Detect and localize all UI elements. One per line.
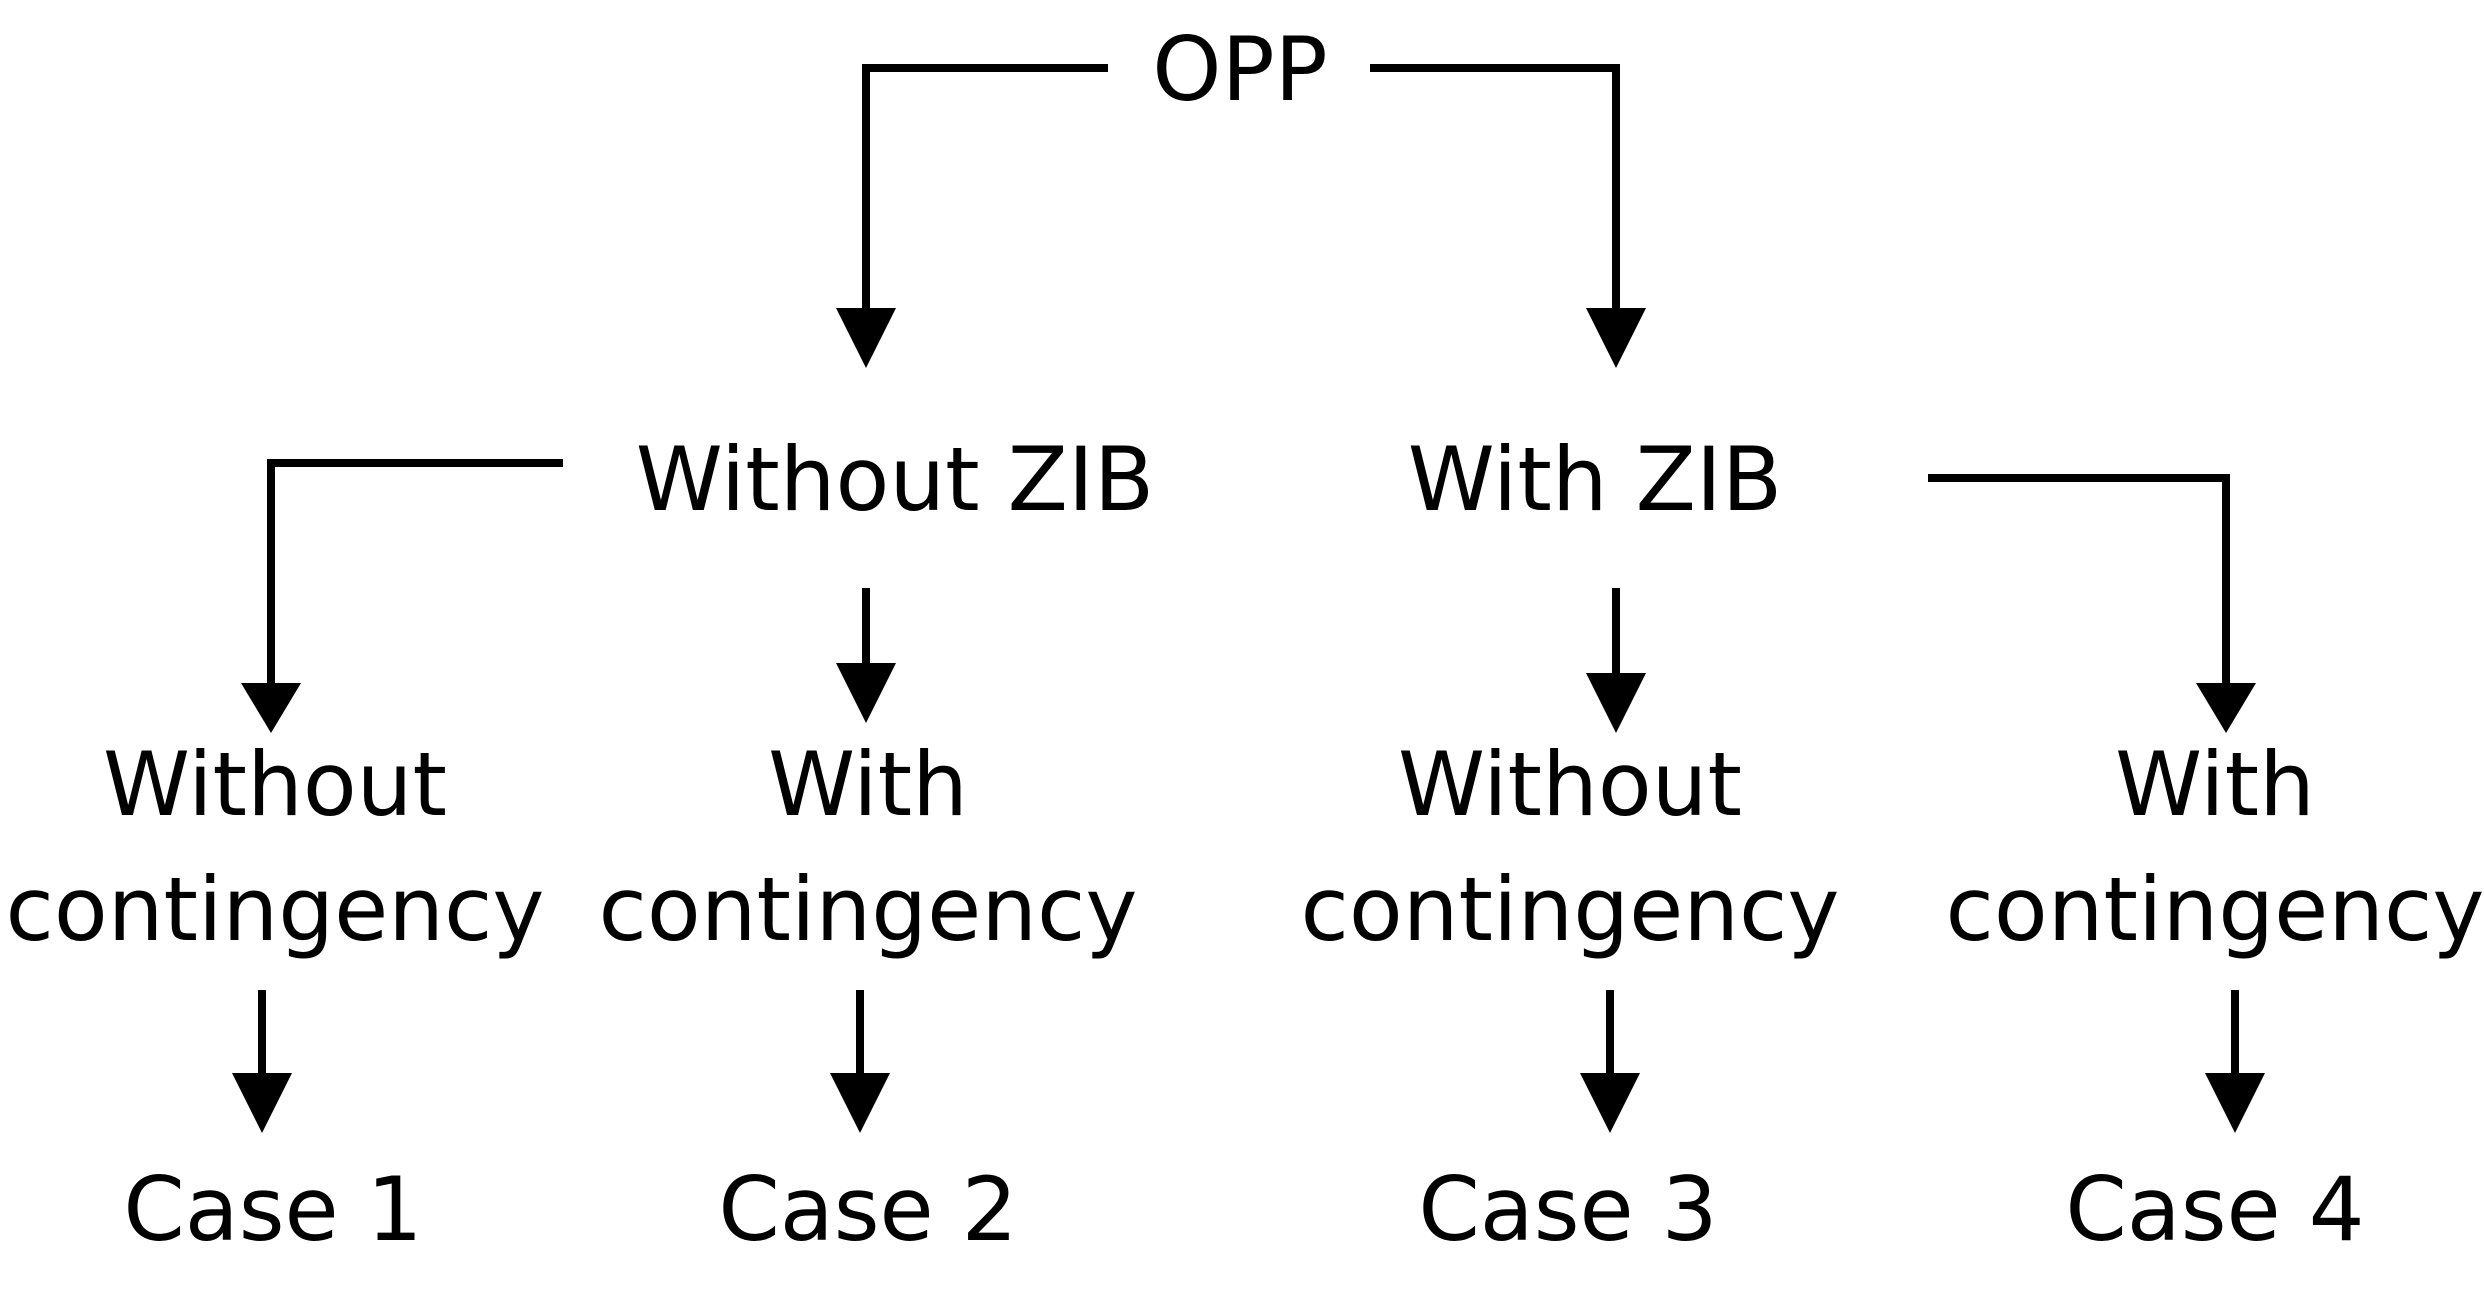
node-without-zib: Without ZIB (636, 428, 1155, 531)
arrowhead-opp-to-without-zib (836, 308, 896, 368)
node-case-3: Case 3 (1418, 1158, 1717, 1261)
arrowhead-without-zib-to-without-contingency (241, 683, 301, 733)
arrowhead-to-case-2 (830, 1073, 890, 1133)
node-case2-condition-line2: contingency (599, 858, 1138, 961)
arrowhead-to-case-4 (2205, 1073, 2265, 1133)
arrowhead-to-case-1 (232, 1073, 292, 1133)
connector-opp-to-with-zib (1370, 64, 1620, 318)
node-case4-condition-line2: contingency (1946, 858, 2484, 961)
node-case-1: Case 1 (123, 1158, 422, 1261)
node-case-4: Case 4 (2065, 1158, 2364, 1261)
node-case2-condition-line1: With (768, 733, 968, 836)
connector-without-zib-to-without-contingency (267, 459, 563, 693)
node-case1-condition-line2: contingency (6, 858, 545, 961)
node-case4-condition-line1: With (2115, 733, 2315, 836)
node-case1-condition-line1: Without (103, 733, 447, 836)
connector-opp-to-without-zib (862, 64, 1108, 318)
arrowhead-opp-to-with-zib (1586, 308, 1646, 368)
node-opp: OPP (1152, 18, 1327, 121)
arrowhead-with-zib-to-without-contingency (1586, 673, 1646, 733)
node-with-zib: With ZIB (1408, 428, 1782, 531)
connector-with-zib-to-with-contingency (1928, 474, 2230, 693)
arrowhead-without-zib-to-with-contingency (836, 663, 896, 723)
node-case-2: Case 2 (718, 1158, 1017, 1261)
arrowhead-with-zib-to-with-contingency (2196, 683, 2256, 733)
node-case3-condition-line1: Without (1398, 733, 1742, 836)
arrowhead-to-case-3 (1580, 1073, 1640, 1133)
node-case3-condition-line2: contingency (1301, 858, 1840, 961)
